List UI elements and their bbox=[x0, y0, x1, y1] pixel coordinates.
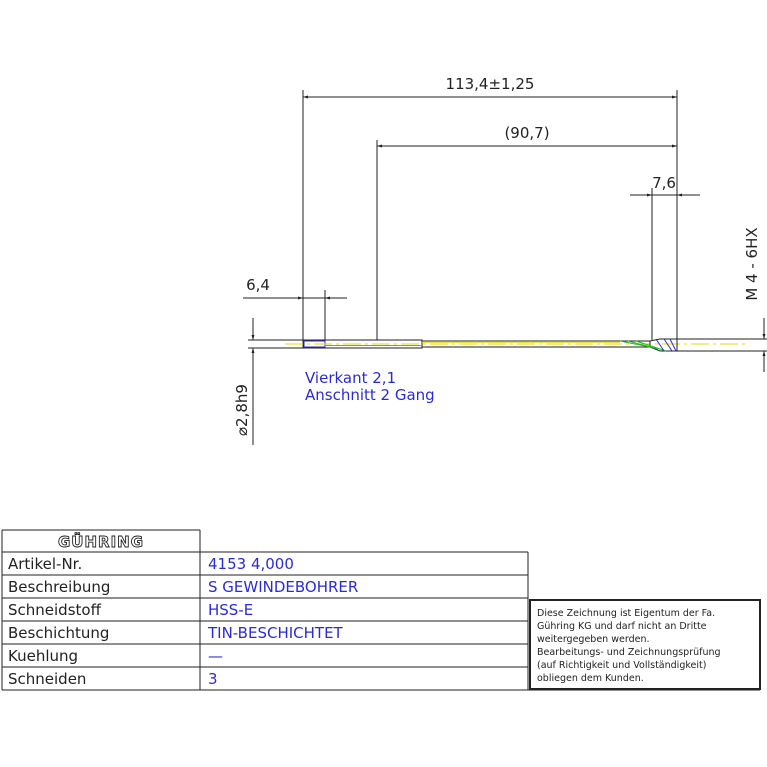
notice-line: weitergegeben werden. bbox=[537, 634, 650, 645]
dimension-overall-length: 113,4±1,25 bbox=[302, 75, 678, 340]
row-label-article: Artikel-Nr. bbox=[8, 555, 82, 573]
tap-tool-body bbox=[285, 338, 745, 352]
row-value-description: S GEWINDEBOHRER bbox=[208, 578, 358, 596]
row-label-coating: Beschichtung bbox=[8, 624, 109, 642]
thread-label: M 4 - 6HX bbox=[743, 227, 761, 300]
ownership-notice: Diese Zeichnung ist Eigentum der Fa. Güh… bbox=[529, 599, 761, 690]
row-label-material: Schneidstoff bbox=[8, 601, 102, 619]
row-label-cutting-edges: Schneiden bbox=[8, 670, 86, 688]
notice-line: Gühring KG und darf nicht an Dritte bbox=[537, 621, 707, 632]
notice-line: (auf Richtigkeit und Vollständigkeit) bbox=[537, 660, 706, 671]
note-square: Vierkant 2,1 bbox=[305, 369, 396, 387]
row-value-coating: TIN-BESCHICHTET bbox=[207, 624, 344, 642]
overall-length-label: 113,4±1,25 bbox=[446, 75, 535, 93]
notice-line: obliegen dem Kunden. bbox=[537, 673, 644, 684]
row-value-material: HSS-E bbox=[208, 601, 253, 619]
dimension-square-length: 6,4 bbox=[243, 276, 347, 345]
dimension-thread: M 4 - 6HX bbox=[677, 227, 767, 372]
flute-length-label: (90,7) bbox=[504, 124, 549, 142]
row-value-article: 4153 4,000 bbox=[208, 555, 294, 573]
guehring-logo: GÜHRING bbox=[58, 532, 144, 551]
shank-diameter-label: ⌀2,8h9 bbox=[233, 384, 251, 436]
note-chamfer: Anschnitt 2 Gang bbox=[305, 386, 435, 404]
row-value-cutting-edges: 3 bbox=[208, 670, 218, 688]
row-label-cooling: Kuehlung bbox=[8, 647, 78, 665]
tip-length-label: 7,6 bbox=[652, 174, 676, 192]
dimension-shank-diameter: ⌀2,8h9 bbox=[233, 318, 303, 445]
square-length-label: 6,4 bbox=[246, 276, 270, 294]
notice-line: Bearbeitungs- und Zeichnungsprüfung bbox=[537, 647, 721, 658]
dimension-tip-length: 7,6 bbox=[630, 174, 700, 340]
dimension-flute-length: (90,7) bbox=[376, 124, 677, 340]
notice-line: Diese Zeichnung ist Eigentum der Fa. bbox=[537, 608, 715, 619]
row-value-cooling: — bbox=[208, 647, 223, 665]
title-block: GÜHRING Artikel-Nr. 4153 4,000 Beschreib… bbox=[1, 529, 760, 691]
row-label-description: Beschreibung bbox=[8, 578, 110, 596]
